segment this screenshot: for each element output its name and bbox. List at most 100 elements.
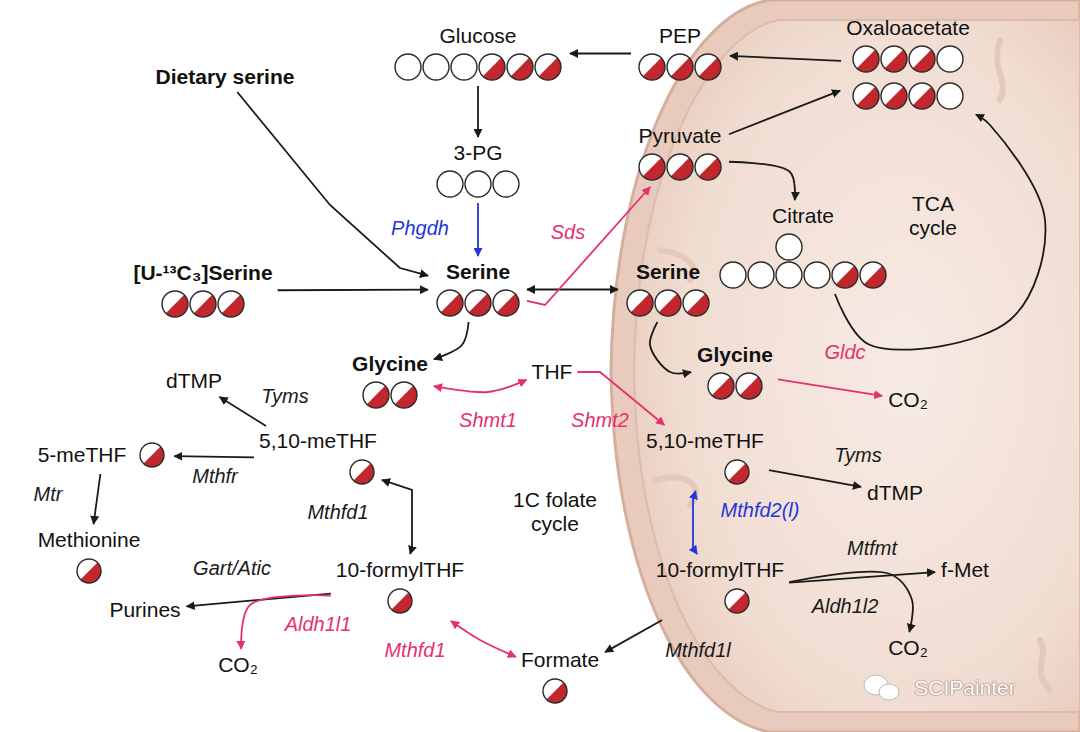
reaction-arrow <box>650 322 691 373</box>
enzyme-label: Gldc <box>824 341 865 363</box>
metabolite-name: Glycine <box>352 352 428 376</box>
outer-membrane <box>611 0 1080 732</box>
reaction-arrow <box>434 322 469 359</box>
enzyme-label: Aldh1l2 <box>812 595 879 617</box>
carbon-atom <box>860 262 886 288</box>
metabolite-name: 3-PG <box>453 141 502 165</box>
enzyme-label: Aldh1l1 <box>285 613 352 635</box>
metabolite-node: Citrate <box>715 204 891 291</box>
carbon-atom <box>140 443 164 467</box>
reaction-arrow <box>778 379 882 396</box>
reaction-arrow <box>451 621 516 657</box>
carbon-atoms <box>346 456 378 488</box>
reaction-arrow <box>477 86 479 137</box>
metabolite-node: Oxaloacetate <box>844 16 972 112</box>
carbon-atom <box>388 589 412 613</box>
reaction-arrow <box>477 203 479 256</box>
carbon-atom <box>639 54 665 80</box>
carbon-atom <box>909 83 935 109</box>
carbon-atom <box>748 262 774 288</box>
carbon-atoms <box>850 43 966 112</box>
carbon-atoms <box>73 555 105 587</box>
carbon-atom <box>451 54 477 80</box>
reaction-arrow <box>729 91 840 135</box>
metabolite-name: dTMP <box>166 369 222 393</box>
metabolite-node: Purines <box>107 598 182 622</box>
reaction-arrow <box>789 572 913 632</box>
metabolite-name: Glycine <box>697 343 773 367</box>
enzyme-label: Mthfd1 <box>307 501 368 523</box>
metabolite-name: CO₂ <box>888 388 928 412</box>
watermark-icon <box>864 675 899 700</box>
metabolite-node: [U-¹³C₃]Serine <box>131 261 274 320</box>
enzyme-label: Shmt1 <box>459 409 517 431</box>
metabolite-name: dTMP <box>867 481 923 505</box>
carbon-atom <box>395 54 421 80</box>
metabolite-name: [U-¹³C₃]Serine <box>133 261 272 285</box>
enzyme-label: Tyms <box>834 444 881 466</box>
reaction-arrow <box>835 114 1045 349</box>
carbon-atom <box>881 83 907 109</box>
carbon-atoms <box>360 379 420 411</box>
reaction-arrow <box>527 289 618 291</box>
enzyme-label: Mthfd1 <box>384 639 445 661</box>
carbon-atom <box>479 54 505 80</box>
enzyme-label: Mthfd2(l) <box>721 499 800 521</box>
carbon-atom <box>218 291 244 317</box>
carbon-atom <box>363 382 389 408</box>
metabolite-name: Serine <box>636 260 700 284</box>
carbon-atoms <box>636 151 724 183</box>
metabolite-name: 5-meTHF <box>38 443 127 467</box>
carbon-atom <box>725 589 749 613</box>
enzyme-label: Phgdh <box>391 217 449 239</box>
metabolite-name: 10-formylTHF <box>336 558 464 582</box>
metabolite-name: Glucose <box>439 24 516 48</box>
metabolite-node: 5,10-meTHF <box>644 429 766 488</box>
reaction-arrow <box>729 162 795 200</box>
carbon-atom <box>695 154 721 180</box>
metabolite-node: 10-formylTHF <box>334 558 466 617</box>
enzyme-label: Sds <box>551 221 585 243</box>
metabolite-node: CO₂ <box>886 388 930 412</box>
carbon-atom <box>736 373 762 399</box>
reaction-arrow <box>434 380 527 392</box>
carbon-atoms <box>159 288 247 320</box>
carbon-atom <box>776 262 802 288</box>
metabolite-name: Methionine <box>38 528 141 552</box>
carbon-atom <box>853 46 879 72</box>
carbon-atom <box>465 290 491 316</box>
metabolite-name: Formate <box>521 648 599 672</box>
carbon-atoms <box>721 585 753 617</box>
metabolite-name: PEP <box>659 24 701 48</box>
metabolite-node: Serine <box>622 260 714 319</box>
carbon-atom <box>881 46 907 72</box>
carbon-atom <box>639 154 665 180</box>
metabolite-name: Purines <box>109 598 180 622</box>
enzyme-label: Mtr <box>34 483 63 505</box>
enzyme-label: Mthfr <box>192 465 238 487</box>
carbon-atom <box>423 54 449 80</box>
reaction-arrow <box>693 491 697 554</box>
metabolite-name: CO₂ <box>888 636 928 660</box>
carbon-atoms <box>434 287 522 319</box>
carbon-atom <box>937 46 963 72</box>
carbon-atom <box>391 382 417 408</box>
carbon-atom <box>832 262 858 288</box>
carbon-atoms <box>434 168 522 200</box>
carbon-atom <box>77 559 101 583</box>
carbon-atom <box>493 171 519 197</box>
carbon-atoms <box>624 287 712 319</box>
carbon-atom <box>725 460 749 484</box>
carbon-atom <box>465 171 491 197</box>
carbon-atom <box>350 460 374 484</box>
enzyme-label: Gart/Atic <box>193 557 271 579</box>
reaction-arrow <box>278 289 428 291</box>
metabolite-node: 10-formylTHF <box>654 558 786 617</box>
metabolite-node: Glycine <box>695 343 775 402</box>
carbon-atom <box>437 290 463 316</box>
carbon-atoms <box>392 51 564 83</box>
carbon-atoms <box>136 439 168 471</box>
metabolite-node: 5,10-meTHF <box>257 429 379 488</box>
metabolite-node: Methionine <box>36 528 143 587</box>
carbon-atom <box>437 171 463 197</box>
